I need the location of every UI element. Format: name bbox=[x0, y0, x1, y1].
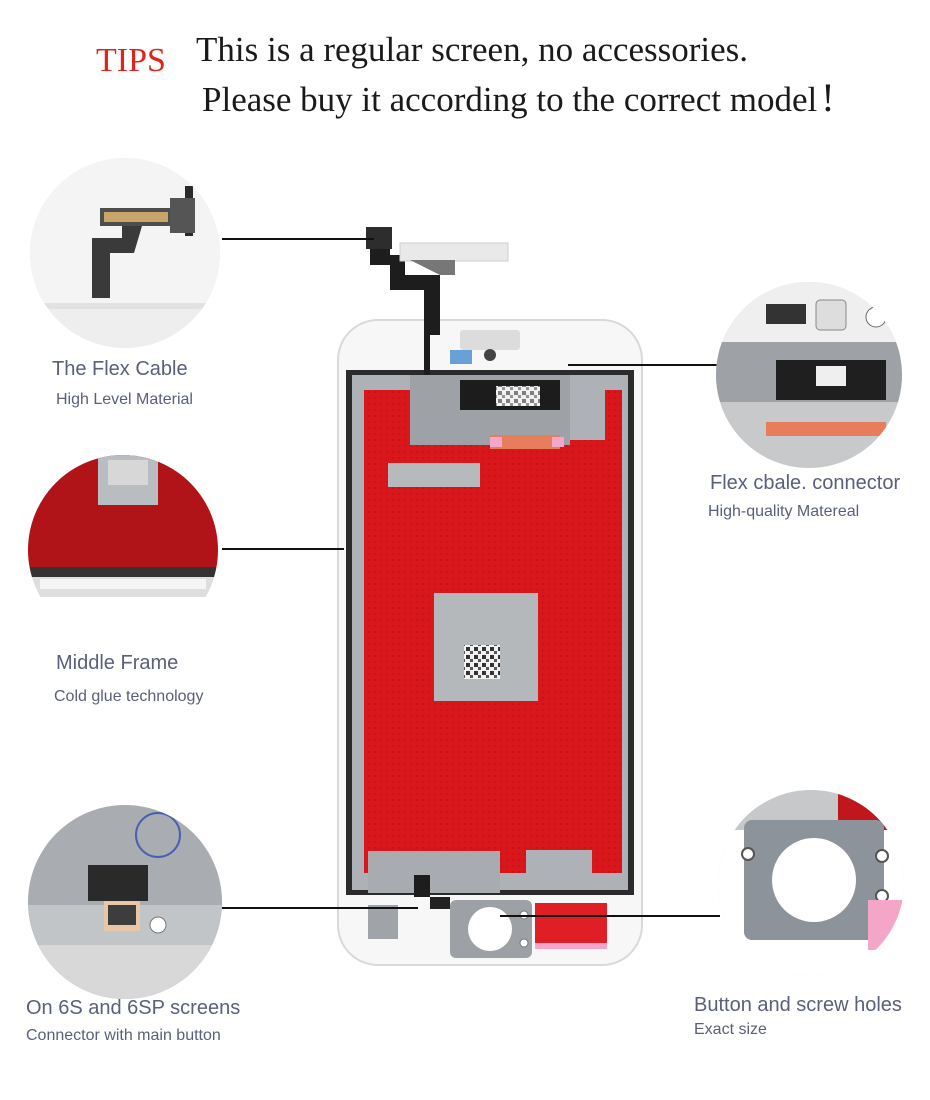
tips-label: TIPS bbox=[96, 42, 166, 79]
line-six-s bbox=[222, 907, 418, 909]
six-s-subtitle: Connector with main button bbox=[26, 1027, 221, 1044]
flex-cable-title: The Flex Cable bbox=[52, 358, 188, 380]
zoom-middle-frame bbox=[28, 455, 218, 645]
home-button-hole bbox=[468, 907, 512, 951]
middle-frame-title: Middle Frame bbox=[56, 652, 179, 674]
six-s-title: On 6S and 6SP screens bbox=[26, 997, 241, 1019]
flex-connector-subtitle: High-quality Matereal bbox=[708, 503, 860, 520]
flex-cable-subtitle: High Level Material bbox=[56, 391, 193, 408]
exclamation-mark: ! bbox=[821, 75, 835, 120]
notice-line-2: Please buy it according to the correct m… bbox=[196, 74, 835, 124]
zoom-flex-cable bbox=[30, 158, 220, 348]
button-holes-title: Button and screw holes bbox=[694, 994, 902, 1016]
middle-frame-subtitle: Cold glue technology bbox=[54, 688, 204, 705]
zoom-flex-connector bbox=[716, 282, 902, 468]
bottom-bracket bbox=[368, 851, 500, 893]
zoom-button-holes bbox=[718, 790, 904, 976]
zoom-six-s-connector bbox=[28, 805, 222, 999]
line-flex-cable bbox=[222, 238, 374, 240]
line-flex-connector bbox=[568, 364, 720, 366]
notice-line-2-text: Please buy it according to the correct m… bbox=[202, 80, 818, 119]
notice-text: This is a regular screen, no accessories… bbox=[196, 26, 835, 124]
notice-line-1: This is a regular screen, no accessories… bbox=[196, 30, 749, 69]
red-sticker bbox=[535, 903, 607, 943]
line-button-holes bbox=[500, 915, 720, 917]
lcd-screen-assembly-image bbox=[337, 227, 643, 966]
line-middle-frame bbox=[222, 548, 344, 550]
flex-connector-title: Flex cbale. connector bbox=[710, 472, 901, 494]
button-holes-subtitle: Exact size bbox=[694, 1021, 767, 1038]
flex-cable bbox=[370, 227, 440, 375]
